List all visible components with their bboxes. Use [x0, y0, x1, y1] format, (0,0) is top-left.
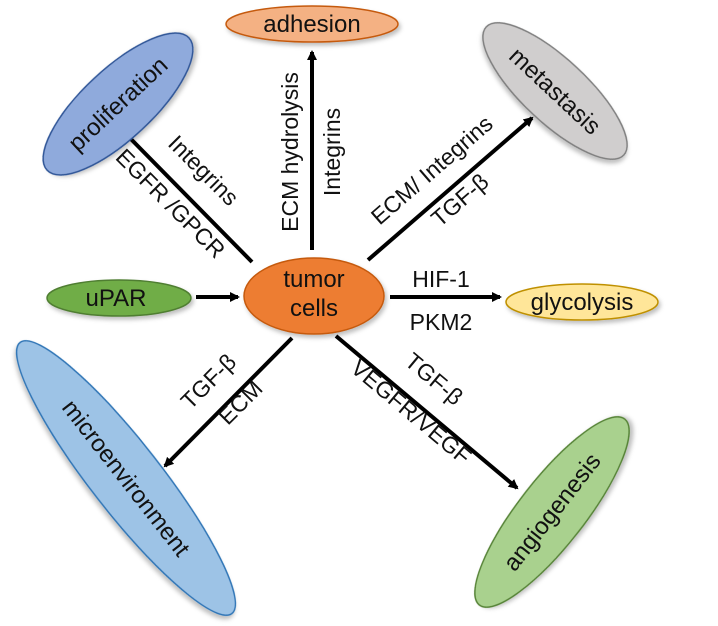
- uPAR-ellipse: [46, 279, 192, 317]
- edge-labels-proliferation: Integrins EGFR /GPCR: [111, 130, 244, 263]
- node-angiogenesis: angiogenesis: [474, 416, 630, 608]
- tumor-cells-line2: cells: [290, 295, 338, 322]
- tumor-cells-ellipse: [243, 257, 385, 335]
- node-adhesion: adhesion: [225, 5, 399, 43]
- node-metastasis: metastasis: [482, 22, 628, 160]
- edge-glycolysis-line1: HIF-1: [412, 266, 470, 292]
- arrow-to-microenvironment: [163, 336, 294, 468]
- node-tumor-cells: tumor cells: [243, 257, 385, 335]
- glycolysis-ellipse: [505, 283, 659, 321]
- adhesion-label: adhesion: [263, 11, 360, 38]
- edge-glycolysis-line2: PKM2: [410, 309, 473, 335]
- arrow-to-proliferation: [120, 128, 254, 264]
- edge-adhesion-line2: Integrins: [319, 108, 345, 196]
- edge-labels-angiogenesis: TGF-β VEGFR/VEGF: [346, 347, 476, 469]
- microenvironment-ellipse: [15, 340, 237, 616]
- edge-labels-microenvironment: TGF-β ECM: [176, 349, 268, 430]
- uPAR-label: uPAR: [86, 285, 147, 312]
- metastasis-ellipse: [482, 22, 628, 160]
- node-glycolysis: glycolysis: [505, 283, 659, 321]
- edge-adhesion-line1: ECM hydrolysis: [277, 72, 303, 232]
- node-uPAR: uPAR: [46, 279, 192, 317]
- proliferation-ellipse: [42, 32, 194, 176]
- adhesion-ellipse: [225, 5, 399, 43]
- microenvironment-label: microenvironment: [56, 395, 195, 562]
- arrow-to-angiogenesis: [334, 334, 519, 490]
- edge-labels-metastasis: ECM/ Integrins TGF-β: [366, 110, 498, 231]
- edge-labels-glycolysis: HIF-1 PKM2: [410, 266, 473, 335]
- glycolysis-label: glycolysis: [531, 289, 634, 316]
- arrow-to-metastasis: [366, 116, 534, 262]
- angiogenesis-ellipse: [474, 416, 630, 608]
- edge-labels-adhesion: ECM hydrolysis Integrins: [277, 72, 345, 232]
- tumor-cells-line1: tumor: [283, 266, 344, 293]
